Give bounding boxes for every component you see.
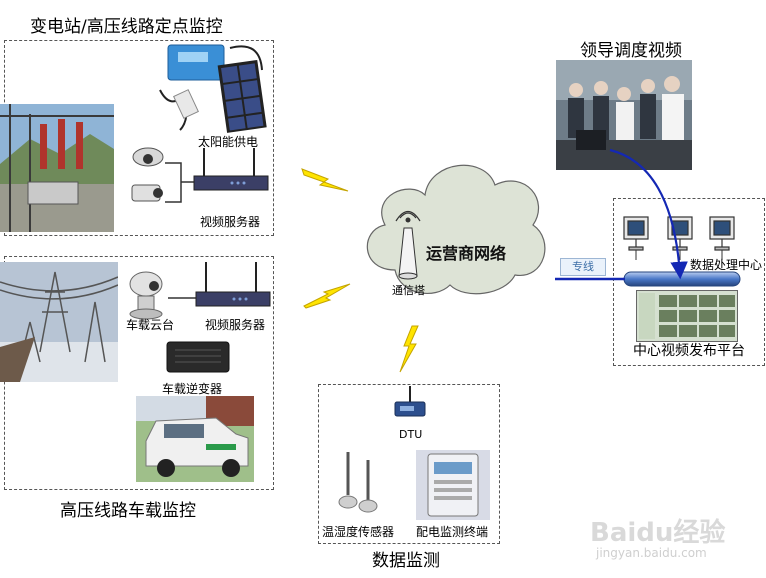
power-line-photo [0, 262, 118, 382]
vehicle-ptz-icon [124, 270, 170, 322]
dispatch-arrow [580, 140, 720, 280]
vehicle-title: 高压线路车载监控 [60, 496, 196, 521]
communication-tower-icon [393, 206, 423, 286]
vehicle-inverter-label: 车载逆变器 [162, 380, 222, 397]
distribution-terminal-photo [416, 450, 490, 520]
vehicle-ptz-label: 车载云台 [126, 316, 174, 333]
dtu-icon [392, 386, 428, 426]
dtu-label: DTU [399, 428, 422, 441]
substation-title: 变电站/高压线路定点监控 [30, 12, 223, 37]
video-platform-screen [636, 290, 738, 342]
substation-photo [0, 104, 114, 232]
video-server-icon [192, 146, 272, 196]
vehicle-video-server-icon [194, 260, 274, 312]
operator-network-label: 运营商网络 [426, 240, 506, 264]
vehicle-photo [136, 396, 254, 482]
leader-video-title: 领导调度视频 [580, 36, 682, 61]
lightning-icon [300, 165, 350, 193]
lightning-icon [396, 324, 420, 374]
tower-label: 通信塔 [392, 282, 425, 298]
lightning-icon [302, 282, 352, 310]
camera-icons [128, 145, 168, 215]
baidu-watermark-logo: Baidu经验 [590, 512, 725, 549]
baidu-watermark-url: jingyan.baidu.com [596, 546, 707, 560]
vehicle-video-server-label: 视频服务器 [205, 316, 265, 333]
data-monitor-title: 数据监测 [372, 546, 440, 571]
substation-video-server-label: 视频服务器 [200, 213, 260, 230]
sensor-label: 温湿度传感器 [322, 523, 394, 540]
vehicle-inverter-icon [165, 338, 231, 378]
video-platform-label: 中心视频发布平台 [633, 340, 745, 360]
solar-power-icon [150, 40, 270, 140]
operator-network-cloud [355, 150, 555, 300]
terminal-label: 配电监测终端 [416, 523, 488, 540]
temperature-humidity-sensor-icon [332, 450, 382, 520]
